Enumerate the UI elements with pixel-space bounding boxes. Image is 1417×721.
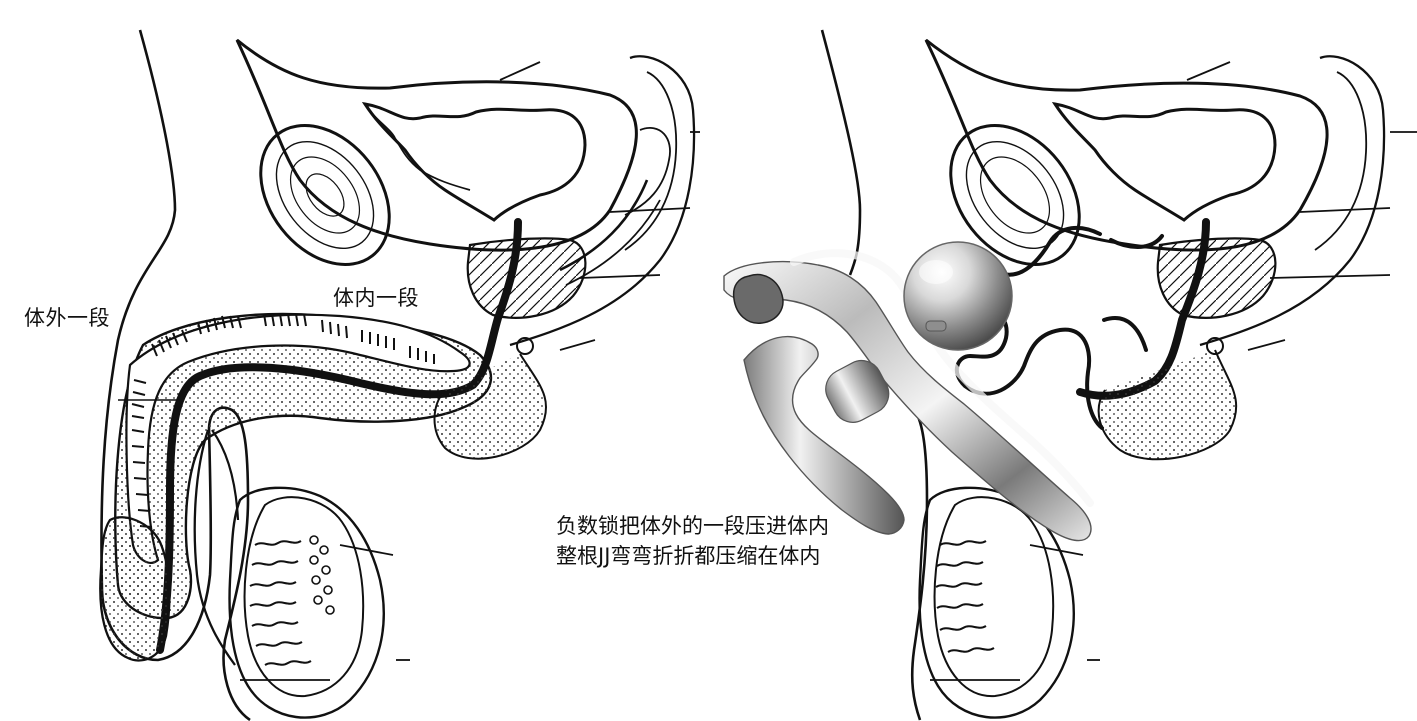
body-outline (100, 29, 251, 721)
urethra (156, 218, 522, 654)
outer-segment-label: 体外一段 (24, 306, 110, 330)
pelvic-bone (259, 124, 391, 266)
left-anatomy-panel: 体外一段 体内一段 (0, 0, 700, 721)
caption-line-1: 负数锁把体外的一段压进体内 (556, 514, 829, 538)
bladder-inner (361, 101, 587, 222)
rectum-curve (509, 55, 696, 347)
inner-segment-label: 体内一段 (333, 286, 419, 310)
seminiferous-tubules (249, 535, 335, 666)
chastity-device (723, 241, 1094, 542)
scrotum (228, 486, 385, 719)
testis (243, 496, 365, 698)
caption-line-2: 整根JJ弯弯折折都压缩在体内 (556, 544, 821, 568)
left-anatomy-illustration (99, 29, 700, 721)
erectile-tissue-marks (131, 313, 435, 528)
glans (99, 516, 171, 662)
explanation-caption: 负数锁把体外的一段压进体内 整根JJ弯弯折折都压缩在体内 (556, 511, 829, 571)
bladder-outline (235, 38, 638, 252)
compressed-penis-outline (954, 225, 1104, 430)
right-anatomy-illustration (723, 29, 1417, 721)
prostate (466, 237, 587, 319)
right-anatomy-panel (700, 0, 1417, 721)
